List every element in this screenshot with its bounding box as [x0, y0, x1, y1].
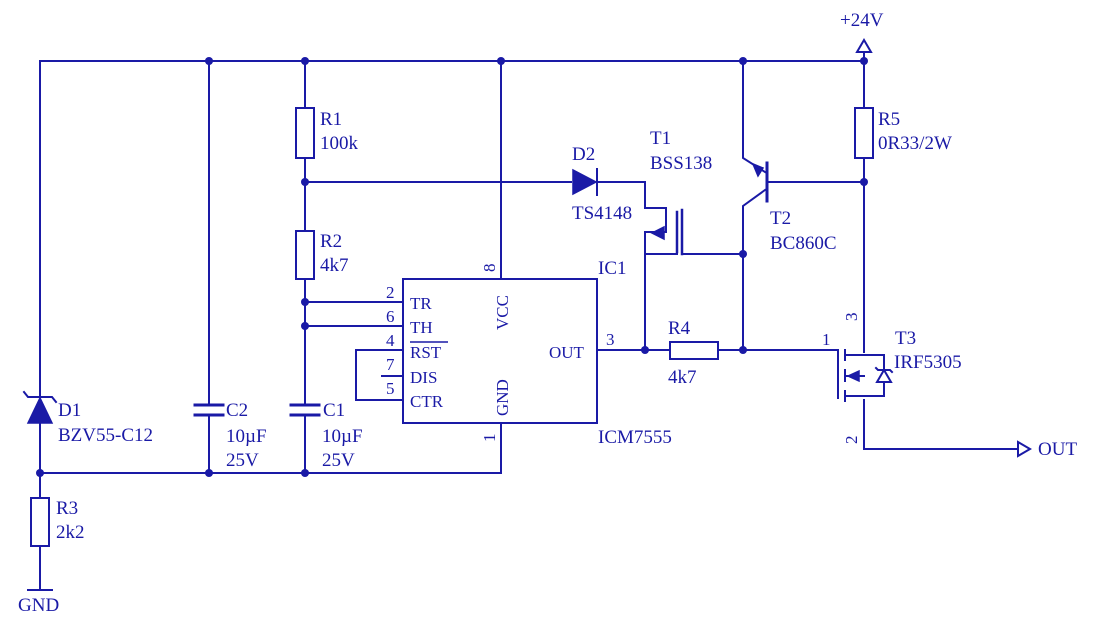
r3-ref: R3	[56, 498, 78, 519]
ground-symbol: GND	[18, 589, 59, 616]
ic1-pin-dis: DIS	[410, 368, 437, 387]
ic1-pin-num-gnd: 1	[480, 434, 499, 443]
mosfet-t1: T1 BSS138	[644, 128, 712, 256]
r2-ref: R2	[320, 231, 342, 252]
r3-value: 2k2	[56, 522, 85, 543]
c2-ref: C2	[226, 400, 248, 421]
t3-ref: T3	[895, 328, 916, 349]
capacitor-c2: C2 10µF 25V	[193, 400, 267, 471]
zener-diode-d1: D1 BZV55-C12	[22, 390, 153, 446]
c1-voltage: 25V	[322, 450, 355, 471]
junction-dots	[36, 57, 868, 477]
r2-value: 4k7	[320, 255, 349, 276]
supply-label: +24V	[840, 10, 884, 31]
ic1-value: ICM7555	[598, 427, 672, 448]
resistor-r5: R5 0R33/2W	[854, 107, 952, 159]
ic1-pin-vcc: VCC	[493, 295, 512, 330]
t2-value: BC860C	[770, 233, 837, 254]
ic1-ref: IC1	[598, 258, 627, 279]
ic1-pin-num-out: 3	[606, 330, 615, 349]
t2-ref: T2	[770, 208, 791, 229]
t3-pin-drain: 2	[842, 436, 861, 445]
ic1-timer: IC1 ICM7555 TR TH RST DIS CTR OUT VCC GN…	[386, 258, 672, 448]
ground-label: GND	[18, 595, 59, 616]
capacitor-c1: C1 10µF 25V	[289, 400, 363, 471]
r5-value: 0R33/2W	[878, 133, 952, 154]
mosfet-t3: T3 IRF5305 1 3 2	[822, 313, 962, 445]
ic1-pin-th: TH	[410, 318, 433, 337]
diode-d2: D2 TS4148	[572, 144, 632, 224]
output-port: OUT	[1017, 439, 1077, 460]
t1-value: BSS138	[650, 153, 712, 174]
c1-value: 10µF	[322, 426, 363, 447]
t3-value: IRF5305	[894, 352, 962, 373]
r5-ref: R5	[878, 109, 900, 130]
d1-value: BZV55-C12	[58, 425, 153, 446]
pnp-transistor-t2: T2 BC860C	[751, 161, 837, 254]
resistor-r3: R3 2k2	[30, 497, 85, 547]
r1-ref: R1	[320, 109, 342, 130]
ic1-pin-out: OUT	[549, 343, 585, 362]
ic1-pin-tr: TR	[410, 294, 432, 313]
c1-ref: C1	[323, 400, 345, 421]
d1-ref: D1	[58, 400, 81, 421]
ic1-pin-num-dis: 7	[386, 355, 395, 374]
t3-pin-source: 3	[842, 313, 861, 322]
resistor-r4: R4 4k7	[668, 318, 719, 388]
r4-value: 4k7	[668, 367, 697, 388]
c2-value: 10µF	[226, 426, 267, 447]
ic1-pin-ctr: CTR	[410, 392, 444, 411]
d2-value: TS4148	[572, 203, 632, 224]
ic1-pin-rst: RST	[410, 343, 442, 362]
d2-ref: D2	[572, 144, 595, 165]
ic1-pin-num-ctr: 5	[386, 379, 395, 398]
c2-voltage: 25V	[226, 450, 259, 471]
t3-pin-gate: 1	[822, 330, 831, 349]
ic1-pin-num-rst: 4	[386, 331, 395, 350]
ic1-pin-num-tr: 2	[386, 283, 395, 302]
ic1-pin-num-vcc: 8	[480, 264, 499, 273]
output-label: OUT	[1038, 439, 1077, 460]
r1-value: 100k	[320, 133, 359, 154]
ic1-pin-num-th: 6	[386, 307, 395, 326]
resistor-r1: R1 100k	[295, 107, 359, 159]
t1-ref: T1	[650, 128, 671, 149]
ic1-pin-gnd: GND	[493, 379, 512, 416]
r4-ref: R4	[668, 318, 691, 339]
supply-symbol: +24V	[840, 10, 884, 53]
resistor-r2: R2 4k7	[295, 230, 349, 280]
